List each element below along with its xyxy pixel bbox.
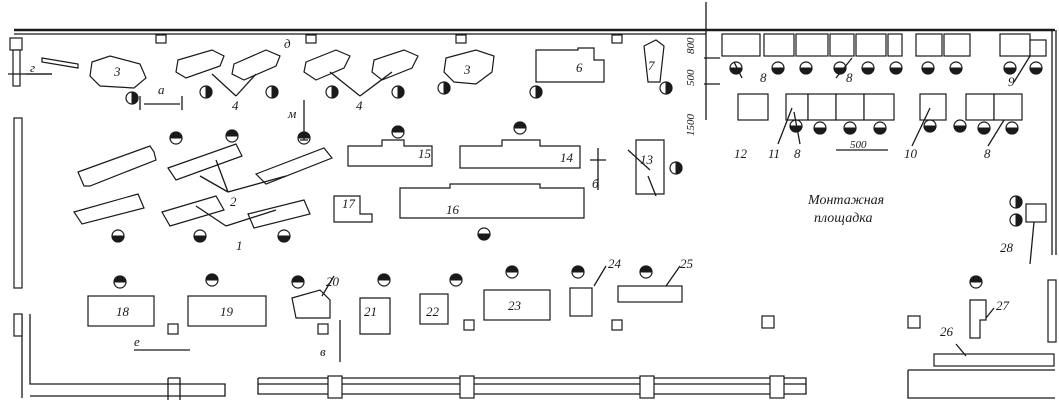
- label-8d: 8: [984, 146, 991, 161]
- label-10: 10: [904, 146, 918, 161]
- dim-v: в: [320, 344, 326, 359]
- label-26: 26: [940, 324, 954, 339]
- operator-positions-right: [729, 61, 1043, 135]
- dim-e: е: [134, 334, 140, 349]
- label-8c: 8: [794, 146, 801, 161]
- machine-row-8-bottom: [737, 93, 1023, 121]
- label-3b: 3: [463, 62, 471, 77]
- label-20: 20: [326, 274, 340, 289]
- label-18: 18: [116, 304, 130, 319]
- label-25: 25: [680, 256, 694, 271]
- dim-m: м: [287, 106, 296, 121]
- label-16: 16: [446, 202, 460, 217]
- dimension-lines: [26, 57, 888, 362]
- label-14: 14: [560, 150, 574, 165]
- label-11: 11: [768, 146, 780, 161]
- dim-1500: 1500: [685, 114, 697, 137]
- dim-b: б: [592, 176, 599, 191]
- label-6: 6: [576, 60, 583, 75]
- label-12: 12: [734, 146, 748, 161]
- machine-group-middle: [333, 139, 665, 223]
- dim-d: д: [284, 36, 291, 51]
- dim-500-top: 500: [685, 69, 697, 86]
- dim-500-span: 500: [850, 139, 867, 151]
- assembly-area-caption: Монтажная площадка: [807, 193, 884, 226]
- assembly-area-line2: площадка: [814, 211, 872, 226]
- label-3a: 3: [113, 64, 121, 79]
- machine-group-bottom: [87, 203, 1047, 339]
- label-8b: 8: [846, 70, 853, 85]
- label-7: 7: [648, 58, 655, 73]
- building-walls: [8, 2, 1057, 400]
- machine-labels: 1 2 3 3 4 4 6 7 8 8 8 8 9 10 11 12 13 14…: [113, 58, 1015, 339]
- label-4b: 4: [356, 98, 363, 113]
- label-24: 24: [608, 256, 622, 271]
- operator-positions: [111, 81, 1023, 289]
- label-28: 28: [1000, 240, 1014, 255]
- dim-800: 800: [685, 37, 697, 54]
- label-17: 17: [342, 196, 356, 211]
- label-22: 22: [426, 304, 440, 319]
- machine-row-8-top: [721, 33, 1047, 57]
- label-1: 1: [236, 238, 243, 253]
- label-19: 19: [220, 304, 234, 319]
- label-23: 23: [508, 298, 522, 313]
- label-8a: 8: [760, 70, 767, 85]
- label-15: 15: [418, 146, 432, 161]
- label-27: 27: [996, 298, 1010, 313]
- label-21: 21: [364, 304, 377, 319]
- assembly-area-line1: Монтажная: [807, 193, 884, 208]
- machine-group-diagonal: [73, 143, 333, 229]
- dim-a: а: [158, 82, 165, 97]
- machine-group-top-left: [41, 39, 665, 89]
- leader-lines: [195, 55, 1035, 357]
- dimension-labels: 800 500 1500 500 а б в г д е м: [30, 36, 867, 359]
- label-13: 13: [640, 152, 654, 167]
- label-9: 9: [1008, 74, 1015, 89]
- dim-g: г: [30, 60, 35, 75]
- label-4a: 4: [232, 98, 239, 113]
- label-2: 2: [230, 194, 237, 209]
